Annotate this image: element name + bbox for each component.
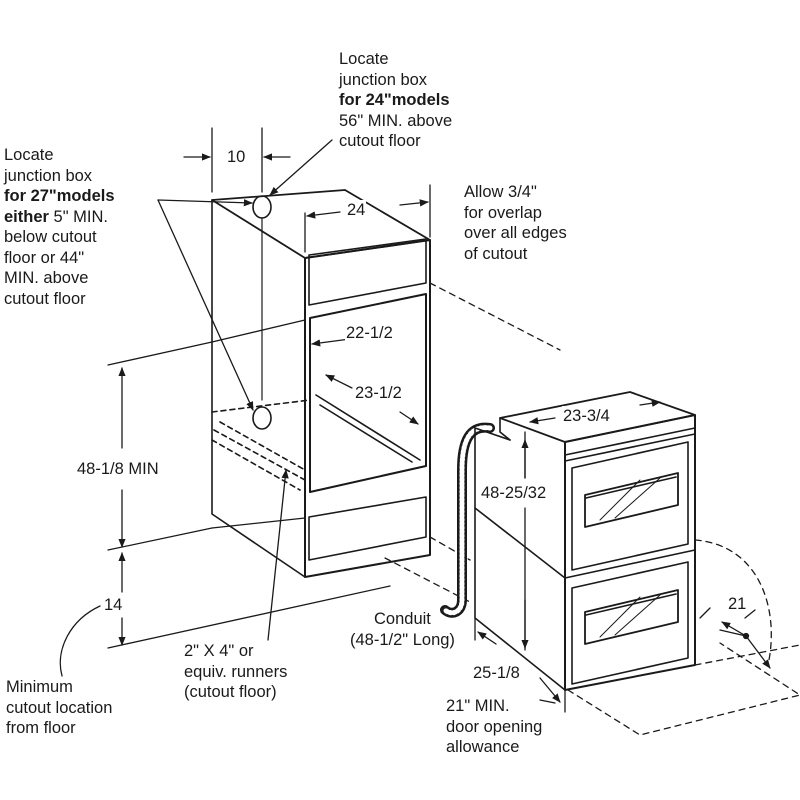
dimension-oven-width: 23-3/4: [562, 406, 611, 426]
leader-lines: [59, 139, 333, 677]
note-line: MIN. above: [4, 269, 89, 287]
oven-outline: [440, 391, 696, 691]
dimension-cutout-height: 48-1/8 MIN: [76, 459, 160, 479]
dimension-door-21: 21: [728, 595, 747, 613]
note-runners: 2" X 4" or equiv. runners (cutout floor): [184, 641, 287, 703]
note-line: below cutout: [4, 228, 97, 246]
note-line: allowance: [446, 738, 520, 756]
note-line: door opening: [446, 717, 543, 736]
note-line: junction box: [4, 166, 93, 185]
note-line: (cutout floor): [184, 683, 277, 701]
dimension-oven-height: 48-25/32: [480, 483, 548, 503]
note-line: of cutout: [464, 244, 528, 263]
note-line: junction box: [339, 70, 428, 89]
dimension-cutout-depth: 23-1/2: [354, 383, 403, 403]
note-line: Locate: [4, 146, 54, 164]
note-overlap: Allow 3/4" for overlap over all edges of…: [464, 182, 567, 264]
junction-box-low-icon: [252, 406, 272, 430]
dimension-floor-height: 14: [103, 595, 124, 615]
oven-dimension-lines: [474, 399, 771, 713]
note-line: either 5" MIN.: [4, 207, 115, 228]
note-junction-27: Locate junction box for 27"models either…: [4, 145, 115, 309]
note-junction-24: Locate junction box for 24"models 56" MI…: [339, 49, 452, 152]
note-line: 21" MIN.: [446, 697, 510, 715]
note-line: equiv. runners: [184, 662, 288, 681]
note-word: 5" MIN.: [48, 207, 108, 226]
junction-box-top-icon: [252, 195, 272, 219]
note-line: 56" MIN. above: [339, 111, 453, 130]
note-line: over all edges: [464, 224, 567, 242]
cabinet-outline: [211, 189, 431, 578]
note-line: Conduit: [374, 610, 431, 628]
note-line: from floor: [6, 719, 76, 737]
note-minimum-location: Minimum cutout location from floor: [6, 677, 112, 739]
note-line: Locate: [339, 50, 389, 68]
dimension-oven-depth: 25-1/8: [473, 664, 520, 682]
note-line: floor or 44": [4, 248, 85, 267]
note-line: Minimum: [6, 678, 73, 696]
note-line-bold: for 24"models: [339, 91, 450, 109]
note-line: for overlap: [464, 203, 542, 222]
note-line: (48-1/2" Long): [350, 630, 455, 649]
note-line: Allow 3/4": [464, 183, 537, 201]
note-door-allowance: 21" MIN. door opening allowance: [446, 696, 542, 758]
note-line: cutout floor: [339, 132, 421, 150]
note-line: cutout floor: [4, 289, 86, 308]
dimension-cutout-width: 22-1/2: [345, 323, 394, 343]
note-conduit: Conduit (48-1/2" Long): [350, 609, 455, 650]
cabinet-dimension-lines: [107, 127, 431, 649]
note-line: cutout location: [6, 698, 113, 717]
door-swing: [567, 539, 800, 736]
dimension-width-24: 24: [346, 200, 367, 220]
note-word-bold: either: [4, 207, 49, 226]
note-line-bold: for 27"models: [4, 187, 115, 205]
note-line: 2" X 4" or: [184, 642, 254, 660]
dimension-offset-10: 10: [226, 147, 247, 167]
